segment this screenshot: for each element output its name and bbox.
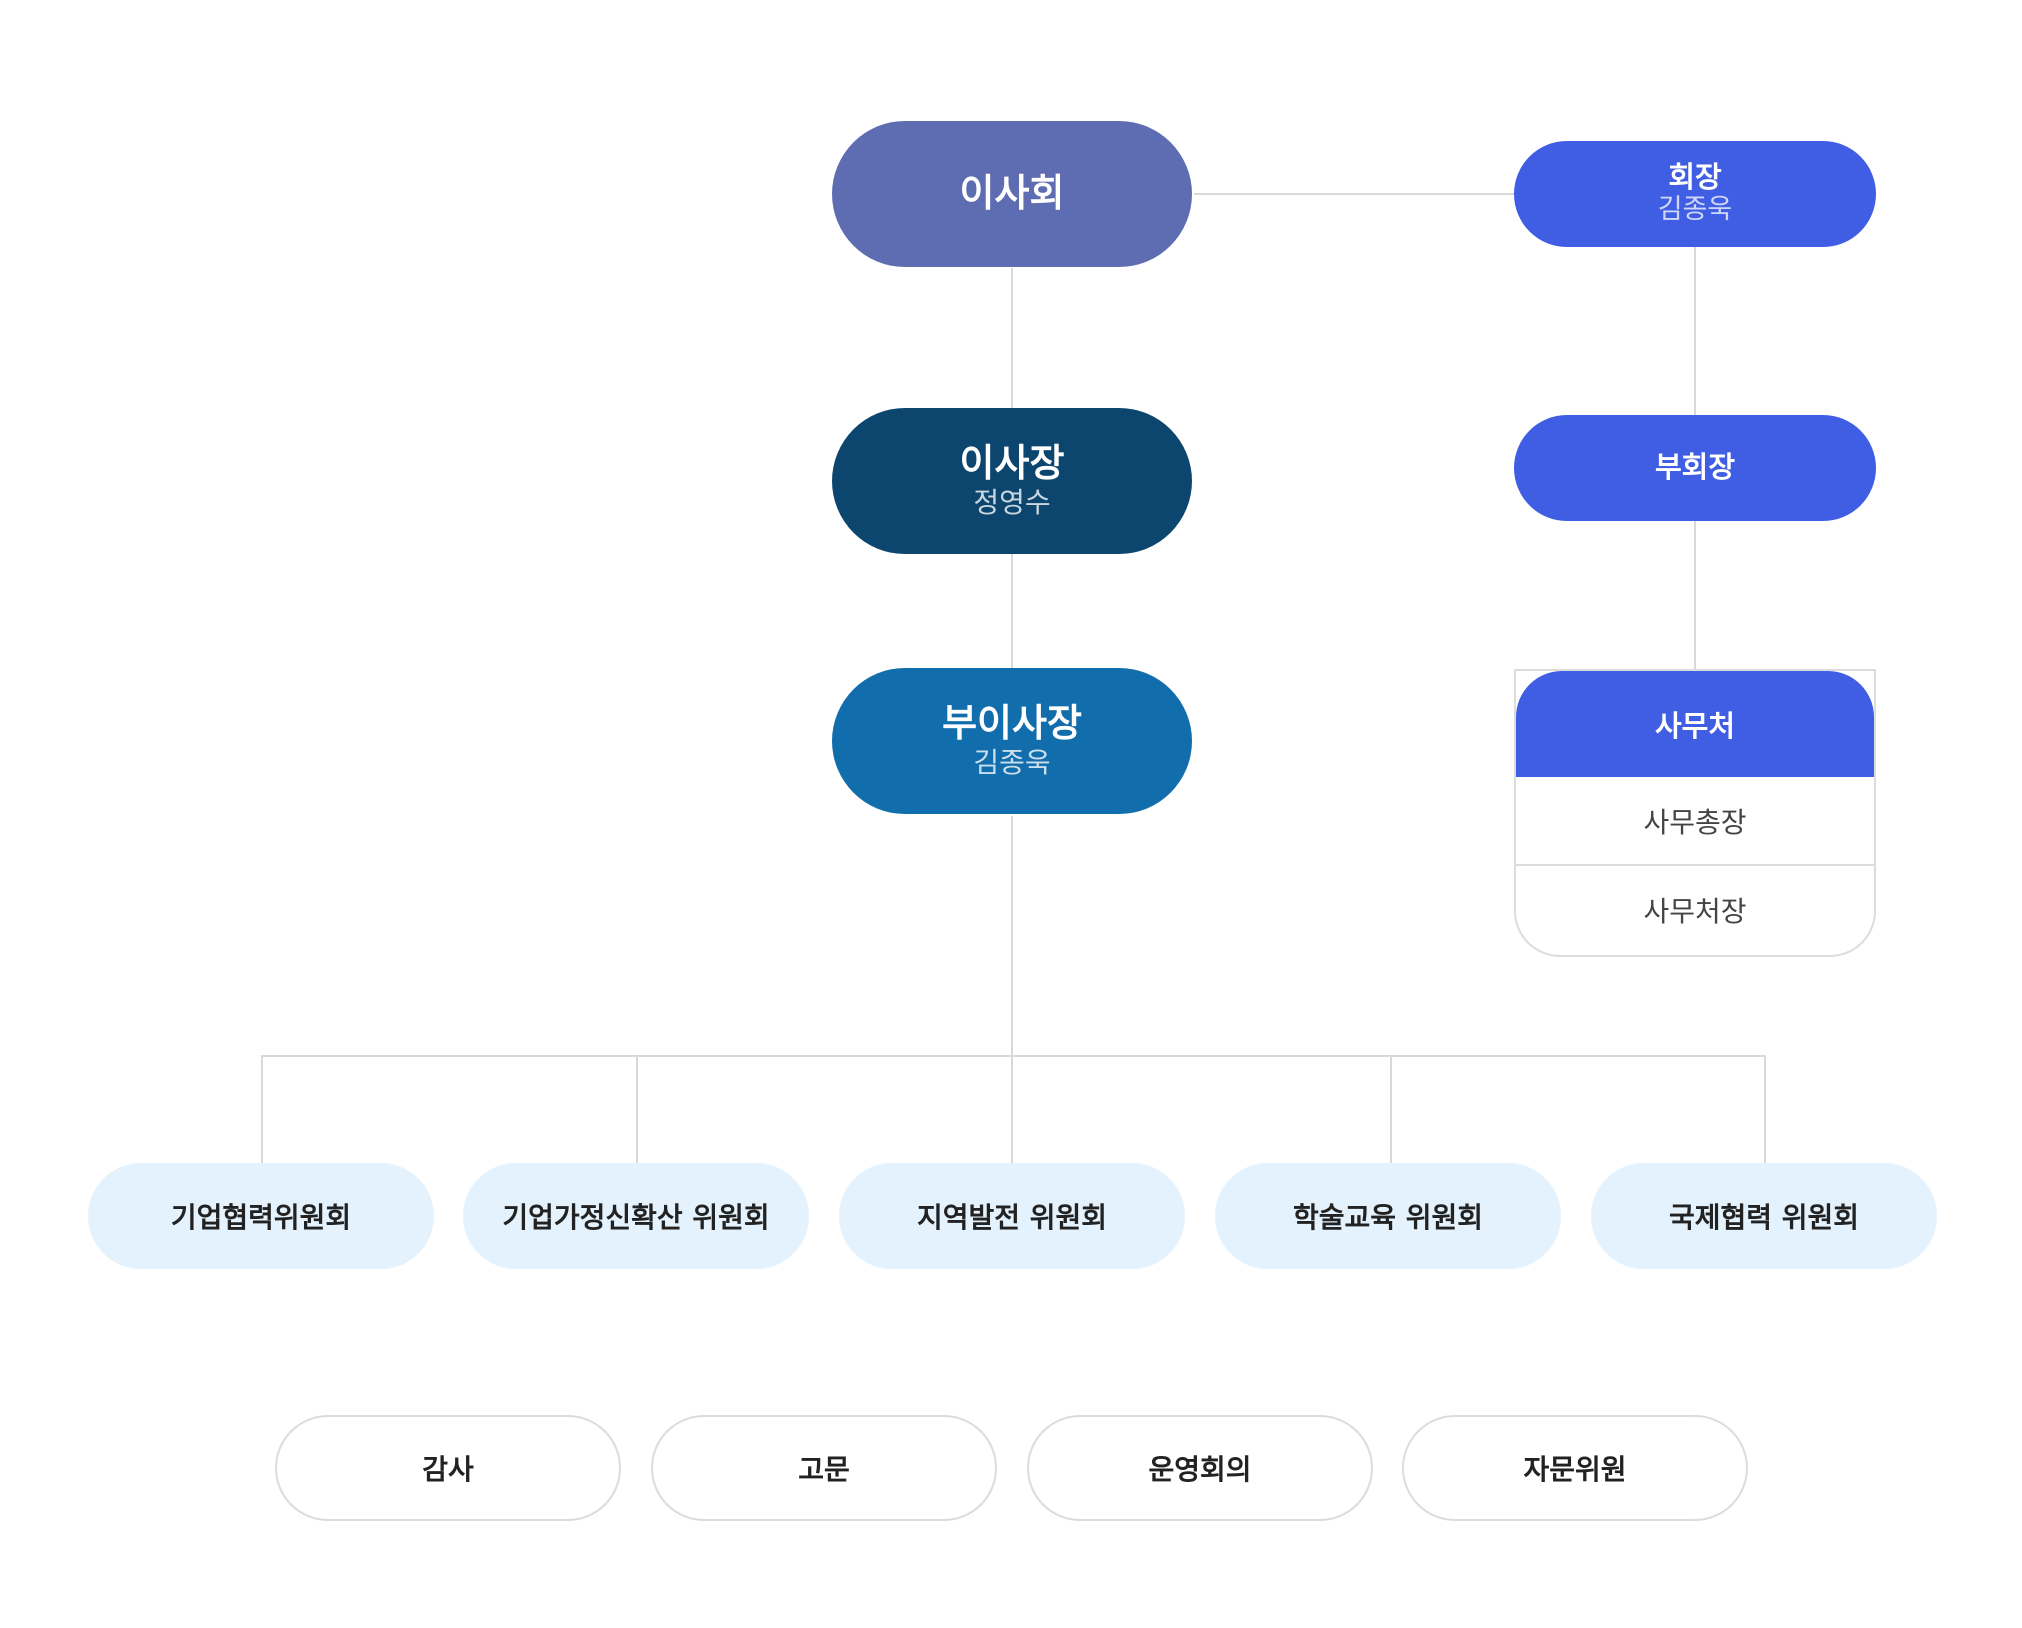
- secretariat-row-secretary-general: 사무총장: [1643, 805, 1747, 839]
- connector-board-chairman: [1011, 268, 1013, 408]
- secretariat-box: 사무처 사무총장 사무처장: [1514, 669, 1876, 957]
- connector-committees-bar: [261, 1055, 1765, 1057]
- connector-drop-4: [1390, 1055, 1392, 1165]
- vice-chairman-name: 김종욱: [973, 746, 1051, 780]
- role-advisor: 고문: [651, 1415, 997, 1521]
- connector-vicepresident-secretariat: [1694, 520, 1696, 670]
- role-advisory-members: 자문위원: [1402, 1415, 1748, 1521]
- president-name: 김종욱: [1657, 194, 1733, 226]
- vice-president-node: 부회장: [1514, 415, 1876, 521]
- board-title: 이사회: [959, 171, 1065, 216]
- connector-president-vicepresident: [1694, 246, 1696, 416]
- connector-drop-5: [1764, 1055, 1766, 1165]
- board-node: 이사회: [832, 121, 1192, 267]
- connector-drop-1: [261, 1055, 263, 1165]
- vice-chairman-title: 부이사장: [942, 701, 1082, 746]
- connector-chairman-vice: [1011, 554, 1013, 670]
- committee-corporate-cooperation: 기업협력위원회: [88, 1163, 434, 1269]
- president-title: 회장: [1668, 160, 1722, 195]
- committee-regional-development: 지역발전 위원회: [839, 1163, 1185, 1269]
- connector-drop-2: [636, 1055, 638, 1165]
- vice-president-title: 부회장: [1654, 450, 1736, 485]
- connector-board-president: [1194, 193, 1514, 195]
- committee-entrepreneurship: 기업가정신확산 위원회: [463, 1163, 809, 1269]
- connector-drop-3: [1011, 1055, 1013, 1165]
- chairman-name: 정영수: [973, 486, 1051, 520]
- secretariat-row-office-director: 사무처장: [1516, 864, 1874, 953]
- secretariat-title: 사무처: [1516, 671, 1874, 777]
- committee-international-cooperation: 국제협력 위원회: [1591, 1163, 1937, 1269]
- chairman-title: 이사장: [959, 441, 1065, 486]
- chairman-node: 이사장 정영수: [832, 408, 1192, 554]
- president-node: 회장 김종욱: [1514, 141, 1876, 247]
- role-operations-meeting: 운영회의: [1027, 1415, 1373, 1521]
- committee-academic-education: 학술교육 위원회: [1215, 1163, 1561, 1269]
- connector-vice-committees: [1011, 816, 1013, 1056]
- vice-chairman-node: 부이사장 김종욱: [832, 668, 1192, 814]
- role-audit: 감사: [275, 1415, 621, 1521]
